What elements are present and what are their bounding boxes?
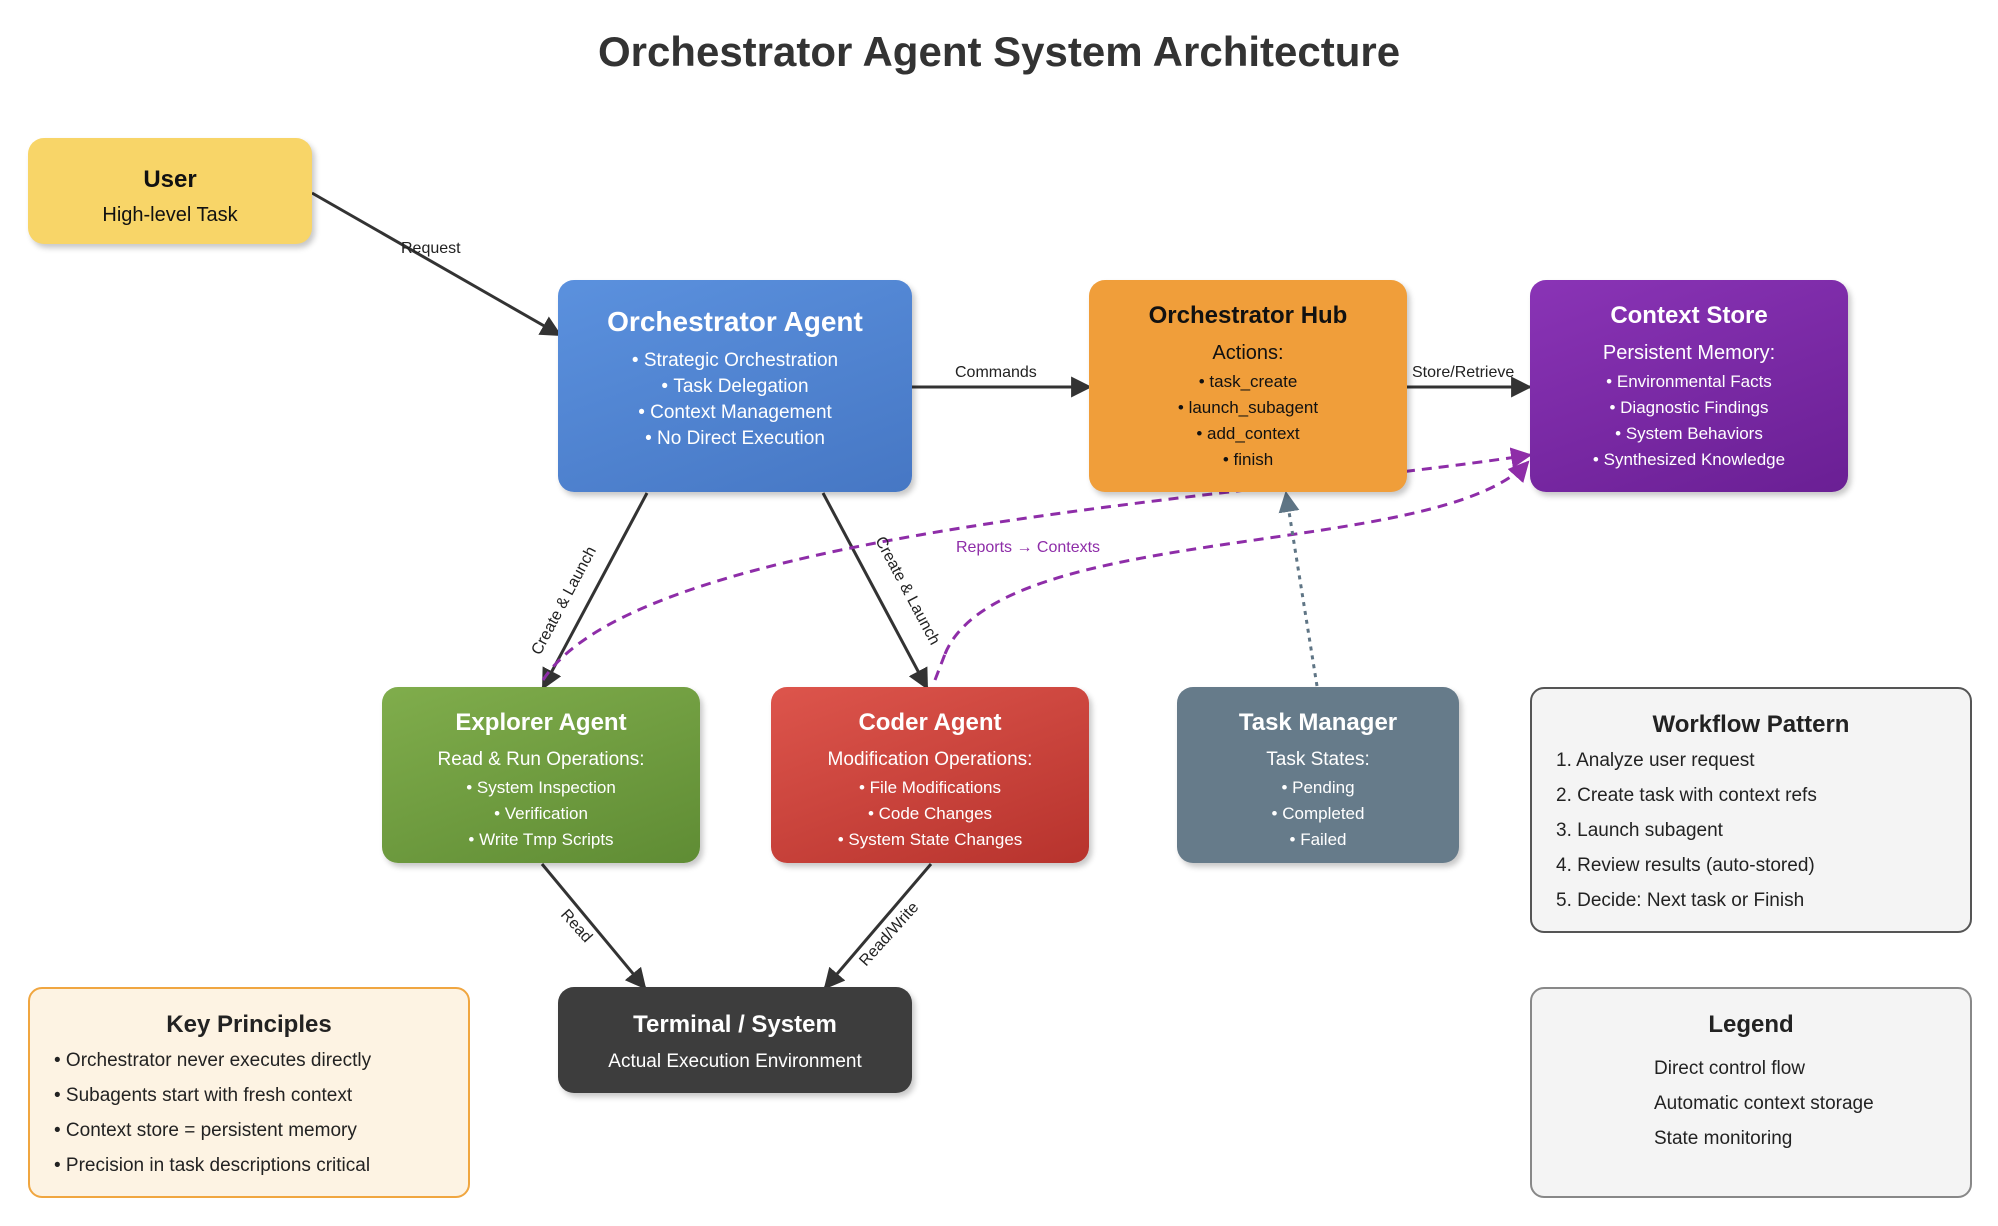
edge-label-store-retrieve: Store/Retrieve [1412,364,1514,381]
edge-coder-terminal [823,863,933,990]
workflow-title: Workflow Pattern [1652,711,1850,738]
legend-label-monitor: State monitoring [1654,1128,1793,1149]
edge-label-create-launch-coder: Create & Launch [871,534,942,648]
coder-item: Code Changes [771,801,1089,827]
orchestrator-item: Task Delegation [558,374,912,400]
coder-agent-node: Coder Agent Modification Operations: Fil… [771,687,1089,863]
workflow-step: 1. Analyze user request [1556,750,1755,771]
taskmgr-item: Failed [1177,827,1459,853]
terminal-title: Terminal / System [633,1011,837,1038]
explorer-item: System Inspection [382,775,700,801]
context-item: System Behaviors [1530,421,1848,447]
terminal-subtitle: Actual Execution Environment [608,1051,862,1072]
edge-label-commands: Commands [955,364,1037,381]
key-principles-panel: Key Principles • Orchestrator never exec… [28,987,470,1198]
edge-coder-context-tail [933,653,947,681]
coder-subtitle: Modification Operations: [827,749,1033,770]
legend-label-storage: Automatic context storage [1654,1093,1874,1114]
legend-label-control: Direct control flow [1654,1058,1805,1079]
edge-label-read: Read [557,906,595,946]
taskmgr-list: Pending Completed Failed [1177,775,1459,853]
workflow-step: 2. Create task with context refs [1556,785,1817,806]
hub-title: Orchestrator Hub [1148,302,1348,329]
orchestrator-hub-node: Orchestrator Hub Actions: task_create la… [1089,280,1407,492]
hub-list: task_create launch_subagent add_context … [1089,369,1407,473]
explorer-agent-node: Explorer Agent Read & Run Operations: Sy… [382,687,700,863]
hub-item: launch_subagent [1089,395,1407,421]
hub-item: finish [1089,447,1407,473]
context-title: Context Store [1610,302,1768,329]
context-list: Environmental Facts Diagnostic Findings … [1530,369,1848,473]
legend-title: Legend [1708,1011,1794,1038]
edge-explorer-terminal [540,863,647,990]
explorer-list: System Inspection Verification Write Tmp… [382,775,700,853]
taskmgr-title: Task Manager [1238,709,1398,736]
edge-user-orchestrator [311,191,562,337]
hub-item: add_context [1089,421,1407,447]
legend-panel: Legend Direct control flow Automatic con… [1530,987,1972,1198]
principle-item: • Precision in task descriptions critica… [54,1155,371,1176]
principle-item: • Orchestrator never executes directly [54,1050,372,1071]
explorer-item: Verification [382,801,700,827]
coder-title: Coder Agent [858,709,1002,736]
context-subtitle: Persistent Memory: [1602,342,1776,364]
coder-item: File Modifications [771,775,1089,801]
workflow-panel: Workflow Pattern 1. Analyze user request… [1530,687,1972,933]
edge-taskmgr-hub [1278,490,1319,687]
edge-orchestrator-coder [821,492,929,690]
workflow-step: 4. Review results (auto-stored) [1556,855,1815,876]
context-item: Diagnostic Findings [1530,395,1848,421]
principles-title: Key Principles [166,1011,332,1038]
orchestrator-item: Context Management [558,400,912,426]
context-store-node: Context Store Persistent Memory: Environ… [1530,280,1848,492]
hub-item: task_create [1089,369,1407,395]
orchestrator-list: Strategic Orchestration Task Delegation … [558,348,912,452]
principle-item: • Subagents start with fresh context [54,1085,353,1106]
edge-orchestrator-explorer [541,492,649,690]
taskmgr-item: Pending [1177,775,1459,801]
edge-label-request: Request [401,240,461,257]
workflow-step: 5. Decide: Next task or Finish [1556,890,1805,911]
orchestrator-item: Strategic Orchestration [558,348,912,374]
principles-list: • Orchestrator never executes directly •… [54,1043,444,1183]
terminal-system-node: Terminal / System Actual Execution Envir… [558,987,912,1093]
coder-item: System State Changes [771,827,1089,853]
coder-list: File Modifications Code Changes System S… [771,775,1089,853]
orchestrator-item: No Direct Execution [558,426,912,452]
context-item: Environmental Facts [1530,369,1848,395]
explorer-item: Write Tmp Scripts [382,827,700,853]
explorer-title: Explorer Agent [455,709,627,736]
orchestrator-agent-node: Orchestrator Agent Strategic Orchestrati… [558,280,912,492]
taskmgr-subtitle: Task States: [1266,749,1370,770]
workflow-step: 3. Launch subagent [1556,820,1723,841]
edge-explorer-context [541,447,1533,681]
edge-coder-context [943,460,1530,655]
user-node: User High-level Task [28,138,312,244]
task-manager-node: Task Manager Task States: Pending Comple… [1177,687,1459,863]
edge-label-read-write: Read/Write [856,899,922,970]
orchestrator-title: Orchestrator Agent [607,306,863,337]
user-title: User [143,166,197,193]
hub-subtitle: Actions: [1212,342,1284,364]
context-item: Synthesized Knowledge [1530,447,1848,473]
taskmgr-item: Completed [1177,801,1459,827]
principle-item: • Context store = persistent memory [54,1120,357,1141]
user-subtitle: High-level Task [102,204,238,226]
edge-label-reports: Reports → Contexts [956,539,1100,556]
explorer-subtitle: Read & Run Operations: [437,749,645,770]
diagram-title: Orchestrator Agent System Architecture [597,28,1401,75]
workflow-steps: 1. Analyze user request 2. Create task w… [1556,743,1946,918]
